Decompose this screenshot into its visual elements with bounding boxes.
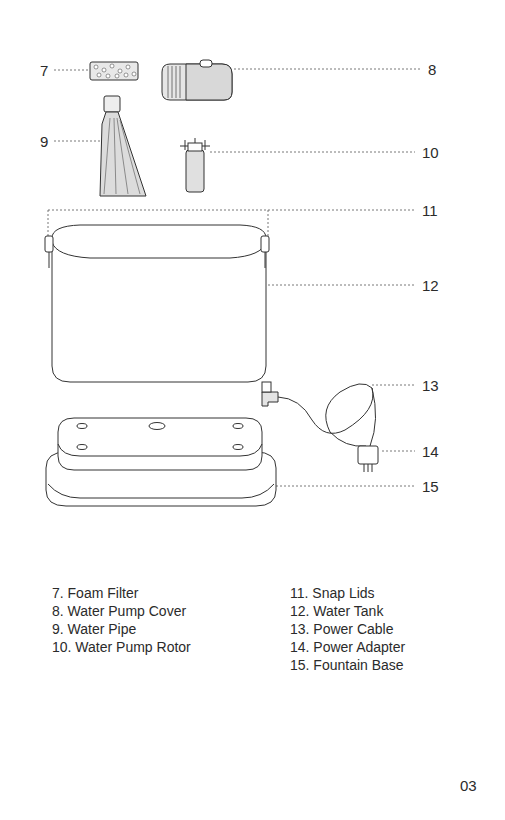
parts bbox=[45, 60, 378, 506]
part-name: 7. Foam Filter bbox=[52, 586, 138, 600]
callout-number: 13 bbox=[422, 378, 439, 393]
callout-number: 11 bbox=[422, 203, 438, 218]
part-name: 9. Water Pipe bbox=[52, 622, 136, 636]
callout-number: 14 bbox=[422, 444, 439, 459]
leader-lines bbox=[48, 69, 422, 486]
part-name: 12. Water Tank bbox=[290, 604, 383, 618]
part-name: 14. Power Adapter bbox=[290, 640, 405, 654]
callout-number: 15 bbox=[422, 479, 439, 494]
part-name: 13. Power Cable bbox=[290, 622, 394, 636]
part-name: 15. Fountain Base bbox=[290, 658, 404, 672]
callout-number: 9 bbox=[40, 134, 48, 149]
callout-number: 10 bbox=[422, 145, 439, 160]
callout-number: 12 bbox=[422, 278, 439, 293]
part-name: 11. Snap Lids bbox=[290, 586, 375, 600]
page-number: 03 bbox=[460, 778, 477, 793]
part-name: 10. Water Pump Rotor bbox=[52, 640, 191, 654]
callout-number: 8 bbox=[428, 62, 436, 77]
callout-number: 7 bbox=[40, 63, 48, 78]
part-name: 8. Water Pump Cover bbox=[52, 604, 186, 618]
